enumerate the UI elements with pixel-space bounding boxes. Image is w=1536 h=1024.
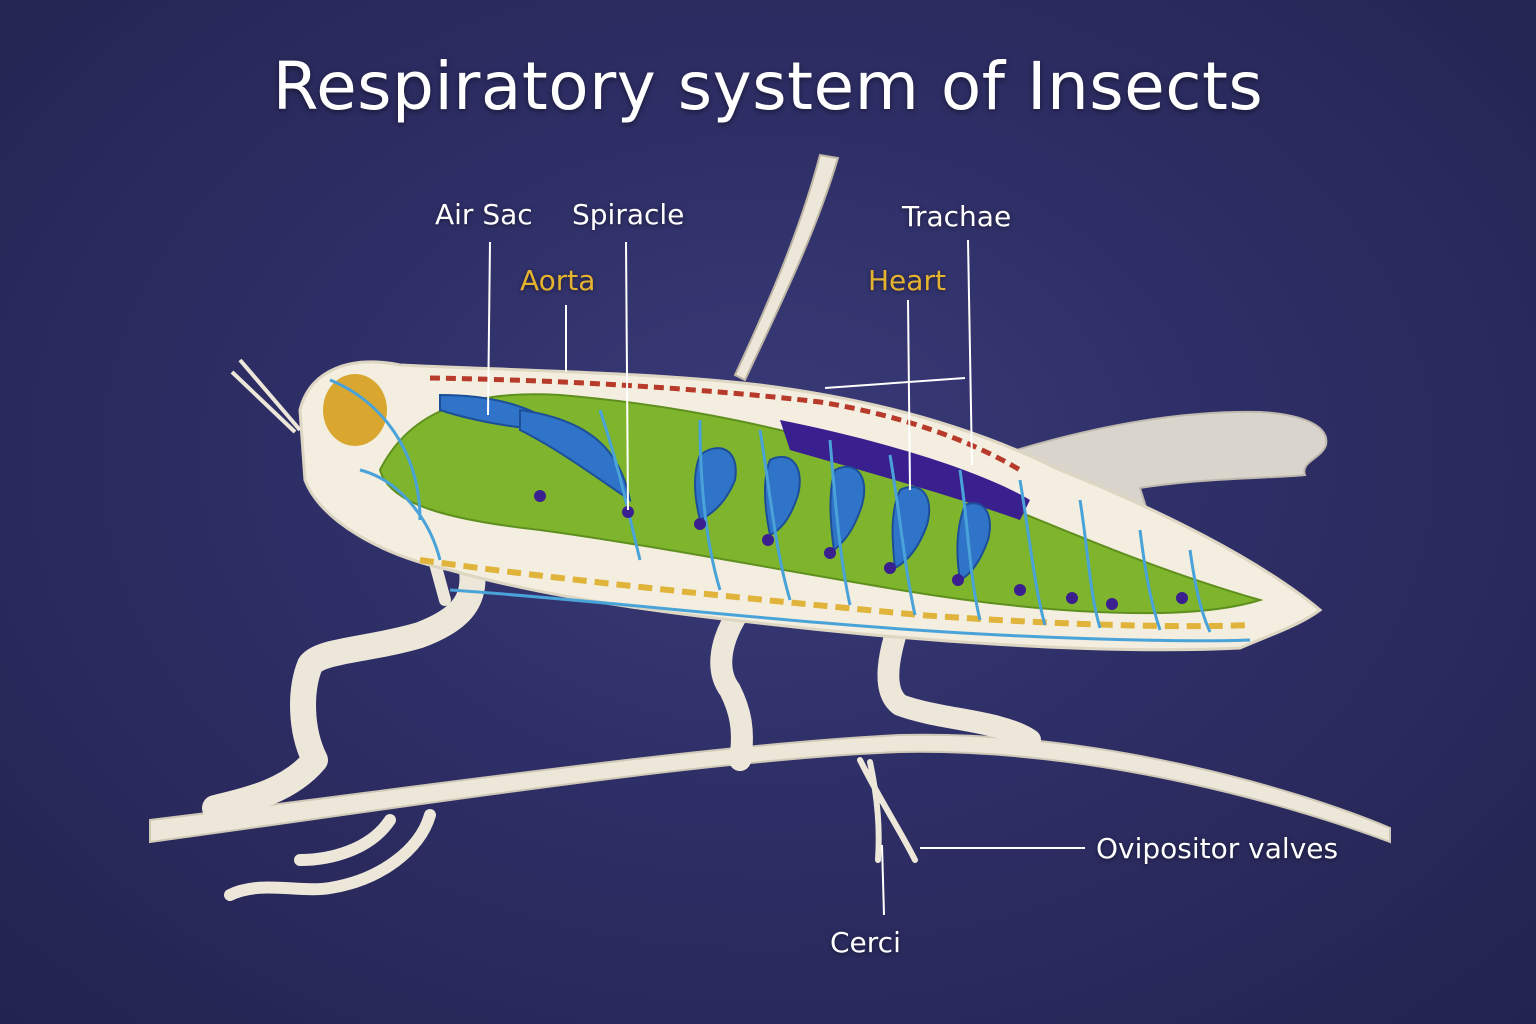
cerci-and-valves — [857, 757, 918, 863]
label-heart: Heart — [868, 264, 946, 297]
label-trachae: Trachae — [902, 200, 1012, 233]
label-ovipositor-valves: Ovipositor valves — [1096, 832, 1339, 865]
label-aorta: Aorta — [520, 264, 596, 297]
leader-lines — [487, 239, 1085, 916]
aorta-vessel — [429, 375, 1022, 473]
legs — [202, 539, 1041, 821]
compound-eye — [323, 374, 387, 446]
label-air-sac: Air Sac — [435, 198, 533, 231]
branch — [149, 733, 1391, 901]
label-spiracle: Spiracle — [572, 198, 685, 231]
antenna — [733, 153, 840, 382]
mouthparts — [230, 358, 302, 434]
page-title: Respiratory system of Insects — [272, 48, 1264, 125]
tracheal-network — [329, 378, 1251, 643]
spiracles — [534, 490, 1188, 610]
label-cerci: Cerci — [830, 926, 901, 959]
heart-chamber — [780, 420, 1030, 520]
nerve-cord — [419, 557, 1251, 630]
